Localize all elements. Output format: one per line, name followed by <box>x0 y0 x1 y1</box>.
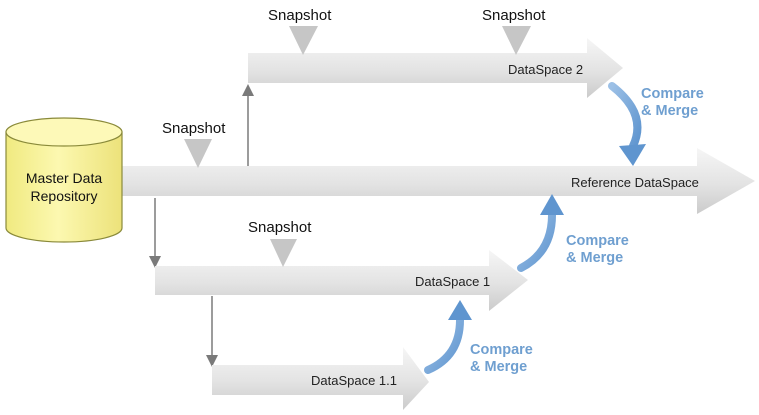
snapshot-marker-reference <box>184 139 212 168</box>
merge-arrow-ds11-to-ds1 <box>424 300 472 374</box>
repository-label-line1: Master Data <box>25 170 103 186</box>
repository-label: Master Data Repository <box>4 170 124 205</box>
merge-label-ds11-to-ds1: Compare & Merge <box>470 342 533 377</box>
merge-label-line1: Compare <box>566 233 629 249</box>
repository-label-line2: Repository <box>30 187 98 204</box>
reference-dataspace-label: Reference DataSpace <box>571 175 699 190</box>
master-data-repository-icon <box>5 117 123 243</box>
snapshot-marker-ds1 <box>270 239 297 267</box>
merge-label-line1: Compare <box>470 342 533 358</box>
dataspace-1-1-arrow <box>212 347 429 410</box>
snapshot-label-ds2-first: Snapshot <box>268 7 332 24</box>
snapshot-label-ds2-second: Snapshot <box>482 7 546 24</box>
merge-label-ds2-to-reference: Compare & Merge <box>641 86 704 121</box>
snapshot-label-ds1: Snapshot <box>248 219 312 236</box>
dataspace-1-1-label: DataSpace 1.1 <box>311 373 398 388</box>
merge-label-ds1-to-reference: Compare & Merge <box>566 233 629 268</box>
reference-dataspace-arrow <box>60 148 755 214</box>
dataspace-1-arrow <box>155 250 528 311</box>
merge-label-line2: & Merge <box>470 359 528 376</box>
dataspace-2-label: DataSpace 2 <box>508 62 584 77</box>
merge-arrow-ds1-to-reference <box>517 194 564 272</box>
merge-label-line2: & Merge <box>566 250 624 267</box>
snapshot-marker-ds2-first <box>289 26 318 55</box>
snapshot-marker-ds2-second <box>502 26 531 55</box>
snapshot-label-reference: Snapshot <box>162 120 226 137</box>
merge-arrow-ds2-to-reference <box>608 82 646 166</box>
merge-label-line1: Compare <box>641 86 704 102</box>
dataspace-1-label: DataSpace 1 <box>415 274 491 289</box>
merge-label-line2: & Merge <box>641 103 699 120</box>
dataspace-2-arrow <box>248 38 623 98</box>
